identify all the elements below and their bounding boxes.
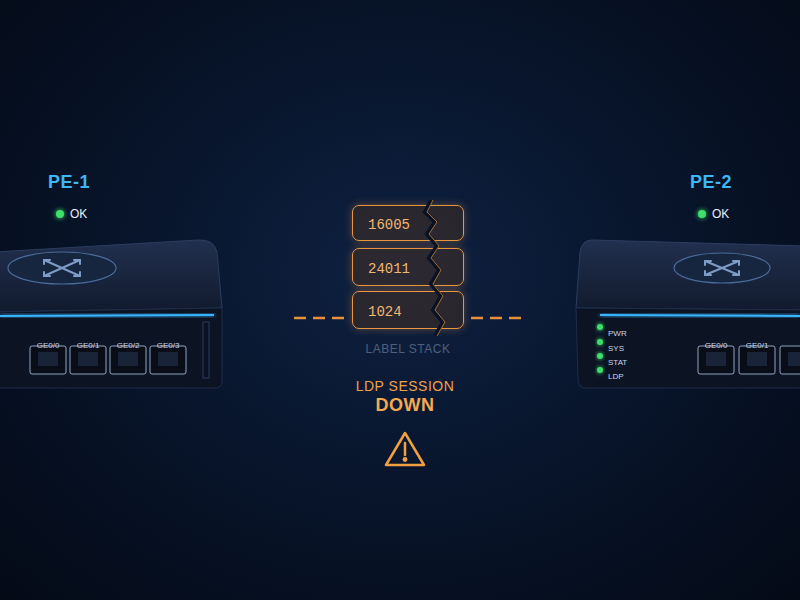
router-name: PE-1 <box>48 172 90 193</box>
router-name-wrap: PE-2 <box>690 172 732 193</box>
status-text-wrap: OK <box>698 204 729 222</box>
router-chassis <box>0 240 222 388</box>
label-entry: 24011 <box>352 248 464 286</box>
label-value: 16005 <box>368 217 410 233</box>
label-value: 24011 <box>368 261 410 277</box>
alert-text-wrap: LDP SESSION <box>356 377 455 395</box>
stack-caption: LABEL STACK <box>366 342 451 356</box>
port-label: GE0/1 <box>77 341 100 350</box>
stack-caption-wrap: LABEL STACK <box>366 339 451 357</box>
led-label-wrap: SYS <box>608 337 624 355</box>
port-label-wrap: GE0/1 <box>77 334 100 352</box>
port-label-wrap: GE0/1 <box>746 334 769 352</box>
router-name-wrap: PE-1 <box>48 172 90 193</box>
router-node: PE-2OK <box>578 172 800 388</box>
router-node: PE-1OK <box>0 172 222 388</box>
label-value-wrap: 24011 <box>368 259 410 277</box>
led-label-wrap: STAT <box>608 351 627 369</box>
port-label: GE0/3 <box>157 341 180 350</box>
label-entry: 1024 <box>352 291 464 329</box>
port-label: GE0/2 <box>117 341 140 350</box>
led-label-wrap: LDP <box>608 365 624 383</box>
led-label-wrap: PWR <box>608 322 627 340</box>
port-label-wrap: GE0/2 <box>117 334 140 352</box>
alert-status-wrap: DOWN <box>376 395 435 416</box>
port-label: GE0/0 <box>37 341 60 350</box>
warning-icon <box>386 433 424 465</box>
port-label-wrap: GE0/3 <box>157 334 180 352</box>
led-label: LDP <box>608 372 624 381</box>
status-text: OK <box>56 207 87 221</box>
port-label: GE0/0 <box>705 341 728 350</box>
led-label: STAT <box>608 358 627 367</box>
led-label: PWR <box>608 329 627 338</box>
label-value-wrap: 16005 <box>368 215 410 233</box>
router-name: PE-2 <box>690 172 732 193</box>
label-value-wrap: 1024 <box>368 302 402 320</box>
label-value: 1024 <box>368 304 402 320</box>
alert-status: DOWN <box>376 395 435 416</box>
link-connector <box>471 318 578 319</box>
link-connector <box>222 318 345 319</box>
port-label-wrap: GE0/0 <box>37 334 60 352</box>
led-label: SYS <box>608 344 624 353</box>
port-label: GE0/1 <box>746 341 769 350</box>
status-text: OK <box>698 207 729 221</box>
label-stack: LABEL STACK 16005 24011 1024 <box>347 200 469 360</box>
router-chassis <box>576 240 800 388</box>
label-entry: 16005 <box>352 205 464 241</box>
alert-text: LDP SESSION <box>356 378 455 394</box>
status-text-wrap: OK <box>56 204 87 222</box>
port-label-wrap: GE0/0 <box>705 334 728 352</box>
